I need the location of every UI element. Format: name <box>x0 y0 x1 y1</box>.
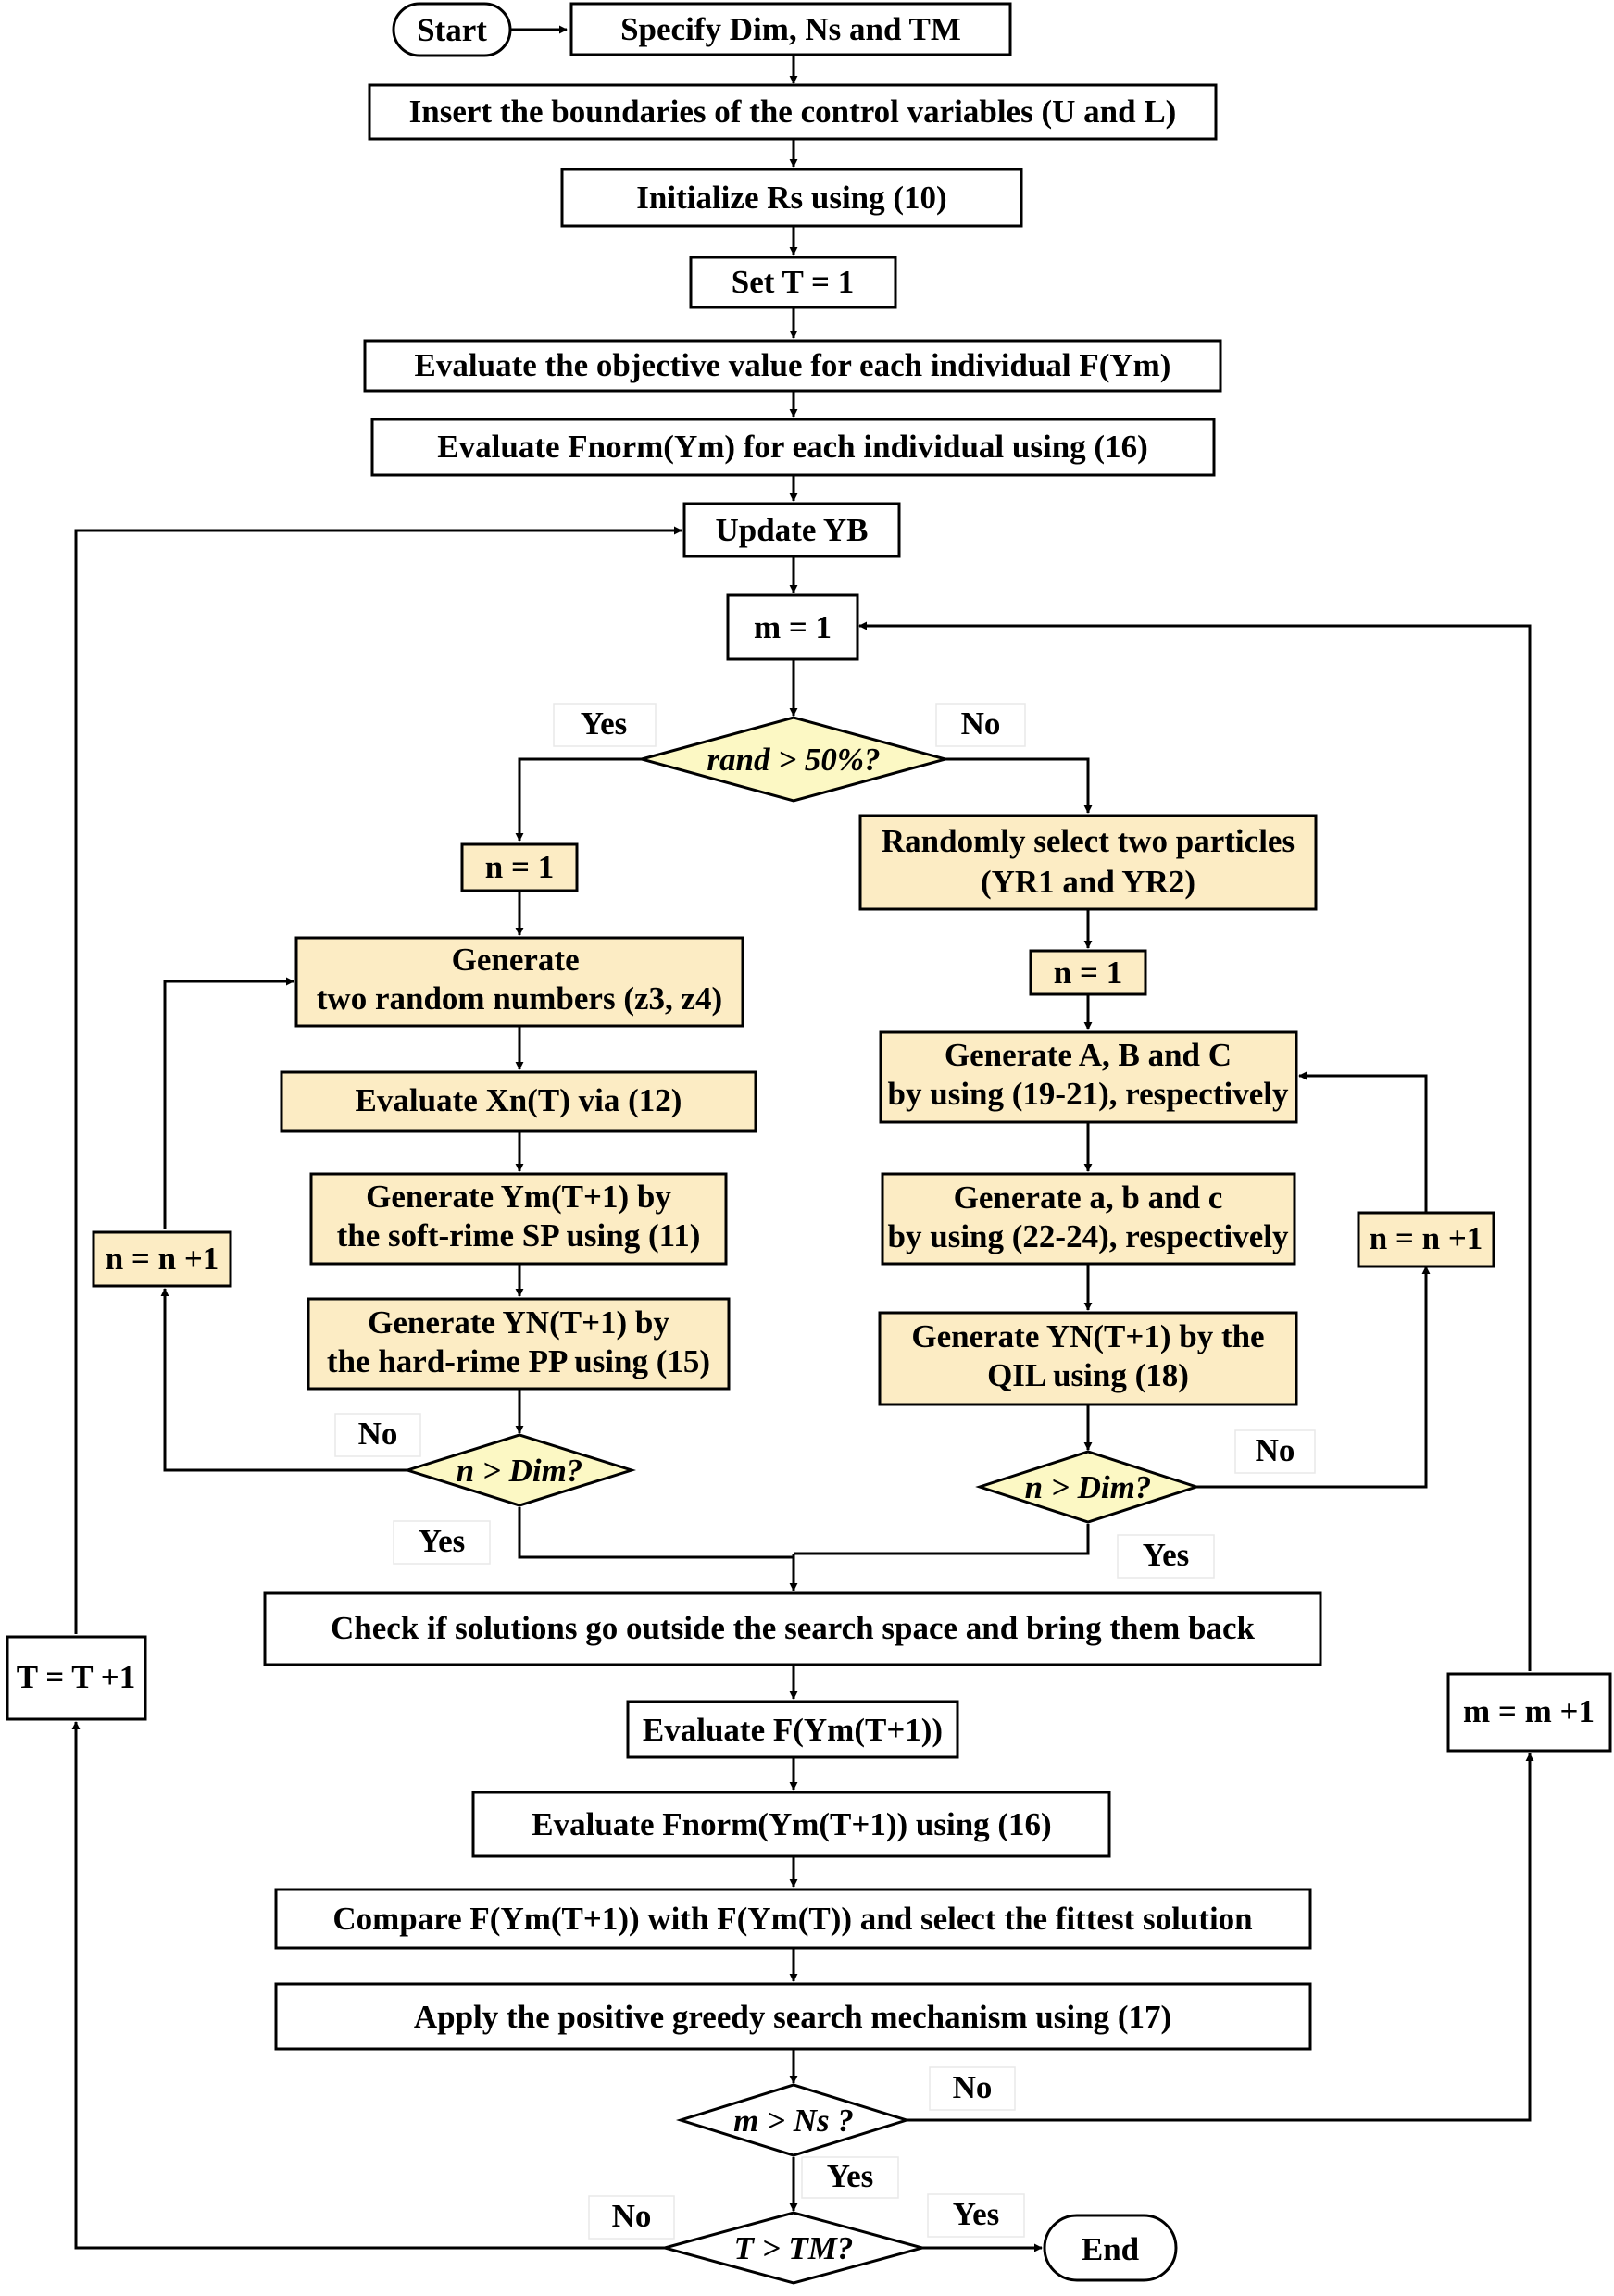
gen-random-box: Generate two random numbers (z3, z4) <box>294 936 744 1028</box>
eval-obj-box: Evaluate the objective value for each in… <box>363 339 1222 393</box>
eval-f-text: Evaluate F(Ym(T+1)) <box>643 1712 943 1748</box>
n1-right-text: n = 1 <box>1054 955 1122 991</box>
t-inc-text: T = T +1 <box>17 1659 135 1695</box>
edges <box>71 25 1534 2252</box>
m-ns-decision: m > Ns ? <box>675 2083 912 2157</box>
eval-xn-text: Evaluate Xn(T) via (12) <box>356 1082 682 1118</box>
t-tm-decision: T > TM? <box>659 2211 928 2285</box>
start-text: Start <box>417 12 487 48</box>
branch-labels: Yes No No Yes No Yes No Yes No Yes <box>334 703 1316 2240</box>
label-yes-ttm: Yes <box>953 2196 1000 2232</box>
label-no-rand: No <box>961 705 1001 742</box>
compare-box: Compare F(Ym(T+1)) with F(Ym(T)) and sel… <box>274 1888 1312 1950</box>
edge-ttm-no <box>71 1721 665 2250</box>
end-text: End <box>1082 2231 1140 2267</box>
n-inc-right-box: n = n +1 <box>1357 1211 1495 1268</box>
rand-decision: rand > 50%? <box>636 716 951 803</box>
edge-ninc-right-genabc <box>1298 1071 1428 1213</box>
label-yes-left: Yes <box>419 1523 466 1559</box>
n-inc-left-text: n = n +1 <box>106 1241 219 1277</box>
set-t-box: Set T = 1 <box>689 256 897 309</box>
end-terminal: End <box>1043 2214 1178 2282</box>
eval-norm-box: Evaluate Fnorm(Ym) for each individual u… <box>370 418 1216 477</box>
edge-mns-no <box>900 1753 1534 2122</box>
eval-obj-text: Evaluate the objective value for each in… <box>415 347 1171 383</box>
n-dim-right-text: n > Dim? <box>1025 1469 1152 1505</box>
n1-left-text: n = 1 <box>485 849 554 885</box>
edge-minc-m1 <box>858 621 1532 1671</box>
m-inc-text: m = m +1 <box>1463 1693 1595 1729</box>
edge-ninc-left-genrandom <box>163 977 294 1229</box>
greedy-text: Apply the positive greedy search mechani… <box>414 1999 1171 2035</box>
init-box: Initialize Rs using (10) <box>560 168 1023 228</box>
check-text: Check if solutions go outside the search… <box>331 1610 1255 1646</box>
update-yb-box: Update YB <box>682 502 901 558</box>
eval-f-box: Evaluate F(Ym(T+1)) <box>626 1700 959 1759</box>
n-dim-left-decision: n > Dim? <box>402 1433 637 1507</box>
select-particles-box: Randomly select two particles(YR1 and YR… <box>858 814 1318 911</box>
start-terminal: Start <box>392 2 512 57</box>
m-ns-text: m > Ns ? <box>733 2103 854 2139</box>
update-yb-text: Update YB <box>716 512 869 548</box>
edge-ndimleft-yes <box>518 1507 794 1559</box>
gen-random-text: Generate two random numbers (z3, z4) <box>317 942 722 1017</box>
label-no-ttm: No <box>612 2198 652 2234</box>
n-dim-left-text: n > Dim? <box>457 1453 583 1489</box>
specify-text: Specify Dim, Ns and TM <box>620 11 961 47</box>
label-yes-rand: Yes <box>581 705 628 742</box>
m1-text: m = 1 <box>754 609 832 645</box>
t-inc-box: T = T +1 <box>6 1635 147 1721</box>
edge-ndimright-yes <box>794 1524 1090 1555</box>
specify-box: Specify Dim, Ns and TM <box>569 2 1012 56</box>
insert-box: Insert the boundaries of the control var… <box>368 83 1218 141</box>
edge-rand-no <box>945 757 1093 814</box>
compare-text: Compare F(Ym(T+1)) with F(Ym(T)) and sel… <box>332 1901 1252 1937</box>
n-dim-right-decision: n > Dim? <box>975 1450 1201 1524</box>
init-text: Initialize Rs using (10) <box>636 180 946 216</box>
rand-text: rand > 50%? <box>707 742 880 778</box>
label-no-left: No <box>358 1416 398 1452</box>
eval-norm-text: Evaluate Fnorm(Ym) for each individual u… <box>437 429 1147 465</box>
check-box: Check if solutions go outside the search… <box>263 1591 1322 1666</box>
select-particles-text: Randomly select two particles(YR1 and YR… <box>882 823 1295 900</box>
label-yes-mns: Yes <box>827 2158 874 2194</box>
nodes: Start Specify Dim, Ns and TM Insert the … <box>6 2 1612 2285</box>
eval-fnorm-box: Evaluate Fnorm(Ym(T+1)) using (16) <box>471 1791 1111 1858</box>
t-tm-text: T > TM? <box>734 2230 854 2266</box>
insert-text: Insert the boundaries of the control var… <box>409 94 1177 130</box>
label-no-right: No <box>1256 1432 1295 1468</box>
edge-ndimright-no <box>1196 1266 1431 1489</box>
n-inc-right-text: n = n +1 <box>1370 1220 1483 1256</box>
m-inc-box: m = m +1 <box>1446 1672 1612 1753</box>
greedy-box: Apply the positive greedy search mechani… <box>274 1982 1312 2051</box>
edge-tinc-update <box>74 526 682 1634</box>
label-yes-right: Yes <box>1143 1537 1190 1573</box>
m1-box: m = 1 <box>726 593 859 661</box>
edge-rand-yes <box>515 757 642 842</box>
label-no-mns: No <box>953 2069 993 2105</box>
n1-left-box: n = 1 <box>460 842 579 892</box>
n-inc-left-box: n = n +1 <box>92 1230 232 1288</box>
set-t-text: Set T = 1 <box>732 264 854 300</box>
n1-right-box: n = 1 <box>1029 949 1147 996</box>
eval-fnorm-text: Evaluate Fnorm(Ym(T+1)) using (16) <box>532 1806 1051 1842</box>
edge-ndimleft-no <box>160 1288 407 1472</box>
eval-xn-box: Evaluate Xn(T) via (12) <box>280 1070 757 1133</box>
